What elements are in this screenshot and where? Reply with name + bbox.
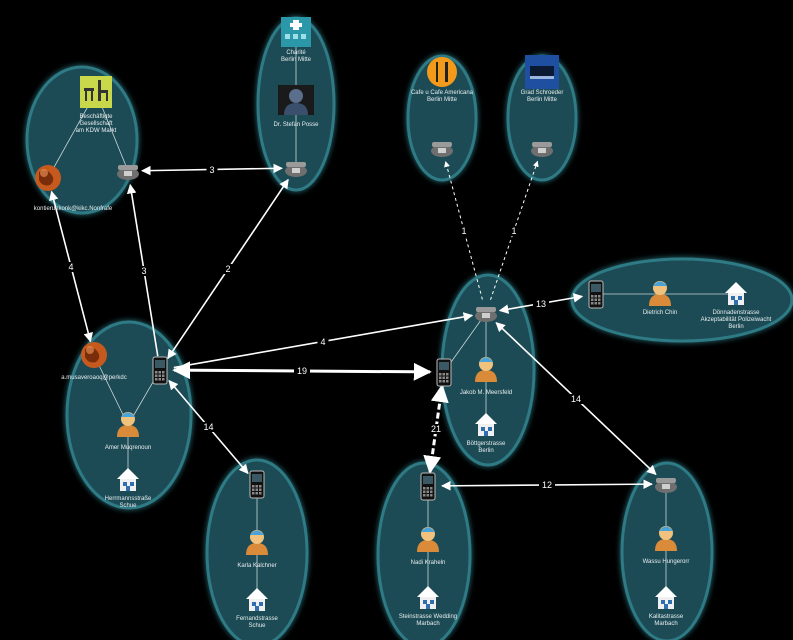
house-icon xyxy=(725,282,747,305)
node-label-house_c7: Fernandstrasse Schue xyxy=(236,616,278,629)
house-icon xyxy=(475,413,497,436)
mobile-phone-icon xyxy=(588,280,604,309)
node-label-house_c9: Kalitastrasse Marbach xyxy=(648,614,684,627)
node-label-house_c6: Dönnadenstrasse Akzeptabilität Polizeiwa… xyxy=(700,310,772,330)
edge-label: 4 xyxy=(65,261,77,272)
edge-label: 3 xyxy=(138,265,150,276)
house-icon xyxy=(246,588,268,611)
edge-mobile_c5-mobile_c8 xyxy=(423,384,449,474)
node-label-person_c8: Nadi Kraheln xyxy=(410,560,446,566)
mobile-phone-icon xyxy=(436,358,452,387)
node-label-person_photo: Dr. Stefan Posse xyxy=(273,122,319,128)
edge-label: 21 xyxy=(427,424,445,434)
cluster-c10 xyxy=(620,461,714,640)
person-icon xyxy=(475,357,497,382)
clusters xyxy=(25,16,793,640)
node-label-person_c9: Wassu Hungerorr xyxy=(642,559,690,565)
hotel-icon xyxy=(525,55,559,89)
node-label-person_c4: Amer Muqrenoun xyxy=(104,445,152,451)
globe-icon xyxy=(81,342,107,368)
mobile-phone-icon xyxy=(249,470,265,499)
edge-label: 4 xyxy=(317,336,329,347)
globe-icon xyxy=(35,165,61,191)
node-label-person_c7: Karla Kalchner xyxy=(237,563,277,569)
node-label-hotel: Grad Schroeder Berlin Mitte xyxy=(520,90,564,103)
person-icon xyxy=(246,530,268,555)
desk-phone-icon xyxy=(655,478,677,493)
edge-label: 2 xyxy=(222,264,234,274)
node-label-charite: Charité Berlin Mitte xyxy=(280,50,312,63)
edge-label: 19 xyxy=(293,366,311,376)
cluster-c3 xyxy=(406,54,478,182)
node-label-beschaeftigte: Beschäftigte Gesellschaft am KDW Markt xyxy=(75,114,117,134)
house-icon xyxy=(117,468,139,491)
person-photo-icon xyxy=(278,85,314,115)
desk-phone-icon xyxy=(117,165,139,180)
node-label-person_c6: Dietrich Chin xyxy=(642,310,678,316)
hospital-icon xyxy=(281,17,311,47)
desk-phone-icon xyxy=(431,142,453,157)
person-icon xyxy=(117,412,139,437)
person-icon xyxy=(417,527,439,552)
office-furniture-icon xyxy=(80,76,112,108)
node-label-house_c5: Böttgerstrasse Berlin xyxy=(466,441,506,454)
house-icon xyxy=(417,586,439,609)
edge-label: 1 xyxy=(458,225,470,236)
node-label-globe_c4: a.musaveroaoq@perkdc xyxy=(61,375,127,381)
person-icon xyxy=(655,526,677,551)
node-label-house_c4: Herrmannsstraße Schue xyxy=(104,496,152,509)
desk-phone-icon xyxy=(475,307,497,322)
house-icon xyxy=(655,586,677,609)
mobile-phone-icon xyxy=(420,472,436,501)
desk-phone-icon xyxy=(531,142,553,157)
node-label-cafe: Cafe u Cafe Americana Berlin Mitte xyxy=(410,90,474,103)
nodes xyxy=(35,17,747,611)
person-icon xyxy=(649,281,671,306)
node-label-globe_c1: kontierunkonk@kikc.Nonfrafe xyxy=(33,206,113,212)
edge-label: 13 xyxy=(532,298,550,309)
edge-label: 3 xyxy=(206,164,218,175)
edge-label: 14 xyxy=(200,422,217,432)
edge-label: 12 xyxy=(538,480,556,490)
edge-label: 14 xyxy=(567,393,585,404)
node-label-house_c8: Steinstrasse Wedding Marbach xyxy=(398,614,458,627)
node-label-person_c5: Jakob M. Meersfeld xyxy=(459,390,513,396)
mobile-phone-icon xyxy=(152,356,168,385)
desk-phone-icon xyxy=(285,162,307,177)
cafe-icon xyxy=(427,57,457,87)
edge-label: 1 xyxy=(508,225,520,236)
